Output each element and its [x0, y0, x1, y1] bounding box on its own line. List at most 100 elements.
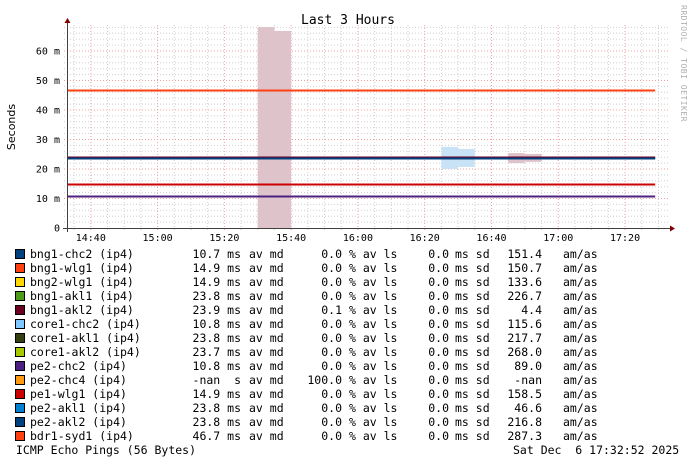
legend-am-unit: am/as [563, 359, 598, 373]
legend-median: 23.8 ms [192, 289, 241, 303]
legend-color-swatch [15, 361, 25, 371]
legend-loss-unit: % av ls [349, 247, 398, 261]
legend-median-unit: av md [249, 373, 284, 387]
legend-loss: 0.0 [321, 359, 342, 373]
y-tick-label: 30 m [36, 135, 60, 146]
legend-sd-unit: ms sd [455, 289, 490, 303]
legend-am: 4.4 [521, 303, 542, 317]
legend-am-unit: am/as [563, 387, 598, 401]
legend-loss: 0.0 [321, 261, 342, 275]
legend-am: 287.3 [507, 429, 542, 443]
legend-am-unit: am/as [563, 289, 598, 303]
legend-median: 46.7 ms [192, 429, 241, 443]
legend-am-unit: am/as [563, 429, 598, 443]
legend-loss-unit: % av ls [349, 415, 398, 429]
x-tick-label: 16:40 [476, 233, 506, 244]
legend-color-swatch [15, 291, 25, 301]
x-tick-label: 17:20 [610, 233, 640, 244]
legend-sd-unit: ms sd [455, 415, 490, 429]
y-axis-arrow-icon [64, 18, 71, 23]
legend-median: 14.9 ms [192, 275, 241, 289]
legend-am-unit: am/as [563, 317, 598, 331]
legend-loss-unit: % av ls [349, 289, 398, 303]
smoke-band [257, 27, 275, 229]
legend-median: 14.9 ms [192, 261, 241, 275]
rrdtool-watermark: RRDTOOL / TOBI OETIKER [679, 5, 688, 122]
x-tick-label: 16:20 [410, 233, 440, 244]
legend-series-name: core1-akl2 (ip4) [30, 345, 141, 359]
legend-median: 10.8 ms [192, 317, 241, 331]
legend-am-unit: am/as [563, 345, 598, 359]
legend-sd: 0.0 [428, 275, 449, 289]
legend-color-swatch [15, 305, 25, 315]
y-tick-label: 20 m [36, 165, 60, 176]
legend-color-swatch [15, 263, 25, 273]
legend-sd-unit: ms sd [455, 373, 490, 387]
legend-series-name: pe2-akl2 (ip4) [30, 415, 127, 429]
legend-median-unit: av md [249, 317, 284, 331]
legend-median-unit: av md [249, 331, 284, 345]
legend-series-name: pe2-chc4 (ip4) [30, 373, 127, 387]
legend-series-name: pe2-chc2 (ip4) [30, 359, 127, 373]
legend-sd: 0.0 [428, 261, 449, 275]
legend-color-swatch [15, 431, 25, 441]
legend-series-name: core1-akl1 (ip4) [30, 331, 141, 345]
legend-sd-unit: ms sd [455, 317, 490, 331]
legend-median-unit: av md [249, 247, 284, 261]
legend-loss-unit: % av ls [349, 275, 398, 289]
legend-median-unit: av md [249, 275, 284, 289]
x-tick-label: 17:00 [543, 233, 573, 244]
legend-median: 10.8 ms [192, 359, 241, 373]
legend-sd: 0.0 [428, 303, 449, 317]
legend-sd: 0.0 [428, 387, 449, 401]
legend-am-unit: am/as [563, 247, 598, 261]
legend-median-unit: av md [249, 261, 284, 275]
legend-am-unit: am/as [563, 261, 598, 275]
legend-am: -nan [514, 373, 542, 387]
legend-loss: 0.0 [321, 345, 342, 359]
legend-loss: 0.1 [321, 303, 342, 317]
legend-median: 10.7 ms [192, 247, 241, 261]
legend-loss: 0.0 [321, 401, 342, 415]
legend-loss: 0.0 [321, 289, 342, 303]
x-tick-label: 14:40 [76, 233, 106, 244]
y-axis-label: Seconds [5, 104, 18, 150]
legend-series-name: bdr1-syd1 (ip4) [30, 429, 134, 443]
legend-loss: 100.0 [307, 373, 342, 387]
legend-loss-unit: % av ls [349, 331, 398, 345]
legend-am: 150.7 [507, 261, 542, 275]
legend-color-swatch [15, 249, 25, 259]
legend-am: 115.6 [507, 317, 542, 331]
legend-loss-unit: % av ls [349, 261, 398, 275]
legend-loss: 0.0 [321, 331, 342, 345]
y-tick-label: 10 m [36, 194, 60, 205]
smoke-band [274, 30, 292, 228]
legend-median: 23.8 ms [192, 415, 241, 429]
legend-am-unit: am/as [563, 331, 598, 345]
legend-sd: 0.0 [428, 415, 449, 429]
legend-am: 89.0 [514, 359, 542, 373]
legend-color-swatch [15, 347, 25, 357]
legend-color-swatch [15, 333, 25, 343]
legend-sd: 0.0 [428, 401, 449, 415]
legend-median-unit: av md [249, 415, 284, 429]
legend-loss: 0.0 [321, 275, 342, 289]
legend-am: 217.7 [507, 331, 542, 345]
legend-am: 46.6 [514, 401, 542, 415]
legend-sd-unit: ms sd [455, 261, 490, 275]
legend-sd: 0.0 [428, 247, 449, 261]
legend-sd: 0.0 [428, 289, 449, 303]
legend-series-name: pe1-wlg1 (ip4) [30, 387, 127, 401]
legend-sd-unit: ms sd [455, 331, 490, 345]
y-tick-label: 50 m [36, 76, 60, 87]
legend-color-swatch [15, 375, 25, 385]
legend-median: 23.7 ms [192, 345, 241, 359]
legend-loss: 0.0 [321, 429, 342, 443]
legend-series-name: pe2-akl1 (ip4) [30, 401, 127, 415]
legend-sd: 0.0 [428, 359, 449, 373]
legend-series-name: bng2-wlg1 (ip4) [30, 275, 134, 289]
legend-loss-unit: % av ls [349, 303, 398, 317]
legend-loss-unit: % av ls [349, 317, 398, 331]
legend-sd: 0.0 [428, 331, 449, 345]
